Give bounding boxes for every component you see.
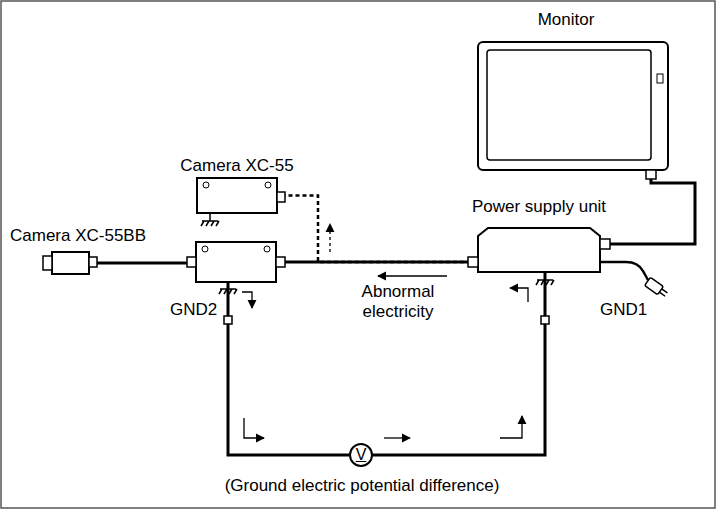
- connector-plug: [276, 257, 285, 267]
- flow-note: Abnormal electricity: [342, 282, 454, 322]
- connector-plug: [187, 257, 196, 267]
- camera-head: [52, 252, 89, 274]
- node-label: GND2: [170, 300, 217, 320]
- camera-head: Camera XC-55BB: [52, 252, 89, 274]
- node-label: Monitor: [538, 10, 595, 30]
- camera-lens: [43, 256, 52, 270]
- camera: Camera XC-55: [197, 178, 277, 213]
- ground-label: GND1: [600, 300, 647, 320]
- cable: [89, 262, 196, 265]
- camera-body: [197, 178, 277, 213]
- connector-plug: [468, 257, 478, 267]
- connector-plug: [600, 239, 610, 249]
- cable: [228, 282, 349, 455]
- node-label: Power supply unit: [472, 197, 606, 217]
- camera-control-unit: [196, 242, 276, 282]
- connector-plug: [646, 170, 656, 179]
- screw: [265, 182, 271, 188]
- power-plug: [645, 277, 670, 298]
- flow-arrow: [500, 416, 522, 438]
- meter-symbol: V: [356, 446, 367, 464]
- ground-terminal: [541, 316, 549, 324]
- node-label: Camera XC-55: [180, 156, 293, 176]
- ground-symbol: [201, 213, 219, 226]
- monitor-indicator: [657, 74, 663, 83]
- monitor-screen: [487, 50, 651, 160]
- label-holder: Abnormal electricity: [342, 282, 454, 322]
- monitor-housing: [478, 42, 668, 170]
- flow-arrow: [329, 224, 330, 252]
- plug-body: [645, 277, 664, 294]
- voltmeter-circle: V: [349, 443, 373, 467]
- power-supply-housing: [478, 228, 600, 272]
- power-supply-unit: Power supply unit: [478, 228, 600, 272]
- screw: [264, 246, 270, 252]
- caption-note: (Ground electric potential difference): [225, 476, 500, 496]
- flow-arrow: [242, 292, 252, 308]
- flow-arrow: [244, 418, 264, 438]
- node-label: Camera XC-55BB: [10, 226, 146, 246]
- screw: [202, 246, 208, 252]
- screw: [203, 182, 209, 188]
- plug-prong: [659, 292, 665, 296]
- cable: [600, 170, 695, 244]
- connector-plug: [89, 257, 97, 267]
- flow-arrow: [510, 288, 528, 302]
- connector-plug: [277, 192, 285, 202]
- circle-shape: [350, 444, 372, 466]
- ground-terminal: [224, 316, 232, 324]
- camera-control-unit: GND2: [196, 242, 276, 282]
- plug-prong: [662, 289, 668, 293]
- dotted-cable: [277, 196, 478, 263]
- label-holder: GND1: [600, 300, 647, 320]
- flow-arrow: [378, 275, 447, 276]
- flow-arrow: [384, 437, 410, 438]
- monitor: Monitor: [478, 42, 668, 170]
- power-cord: [600, 262, 648, 280]
- label-holder: (Ground electric potential difference): [225, 476, 500, 496]
